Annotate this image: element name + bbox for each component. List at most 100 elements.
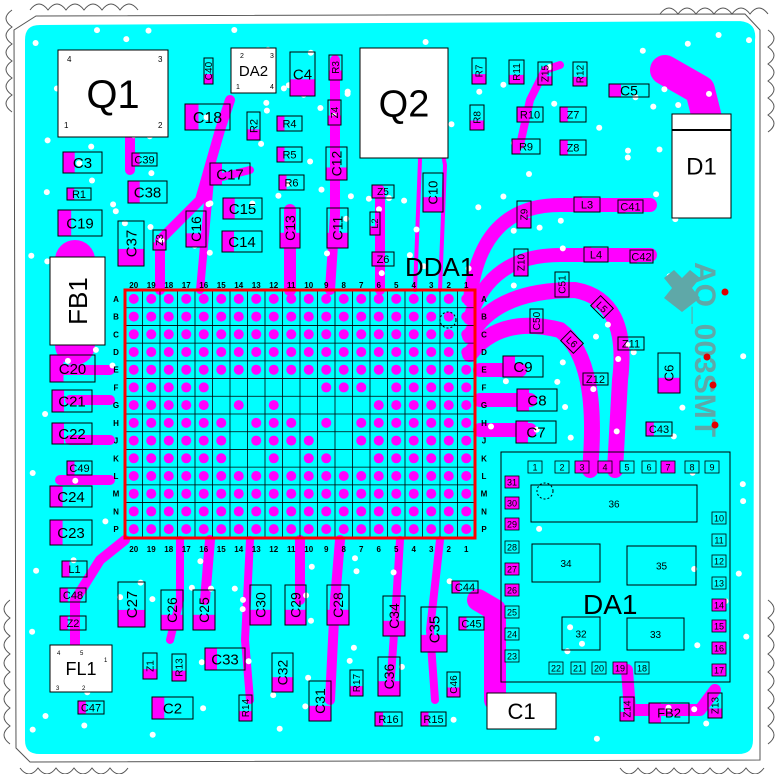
component-fb2[interactable]: FB2 xyxy=(648,702,690,724)
component-r7[interactable]: R7 xyxy=(471,57,487,85)
component-c38[interactable]: C38 xyxy=(127,180,168,204)
component-c27[interactable]: C27 xyxy=(117,581,146,628)
component-c7[interactable]: C7 xyxy=(515,420,557,444)
component-c28[interactable]: C28 xyxy=(326,584,350,626)
component-c46[interactable]: C46 xyxy=(446,671,461,698)
component-d1[interactable]: D1 xyxy=(671,113,732,219)
component-r17[interactable]: R17 xyxy=(349,669,364,697)
component-c24[interactable]: C24 xyxy=(49,485,93,508)
component-c9[interactable]: C9 xyxy=(502,355,544,378)
component-c39[interactable]: C39 xyxy=(131,152,158,167)
component-fl1[interactable]: FL1 xyxy=(49,644,113,693)
component-c2[interactable]: C2 xyxy=(151,696,194,720)
component-c18[interactable]: C18 xyxy=(184,103,231,131)
component-c36[interactable]: C36 xyxy=(377,656,401,697)
component-c37[interactable]: C37 xyxy=(117,220,145,267)
component-r3[interactable]: R3 xyxy=(328,54,343,81)
component-l2[interactable]: L2 xyxy=(369,211,381,236)
component-c14[interactable]: C14 xyxy=(221,230,263,253)
component-c48[interactable]: C48 xyxy=(59,587,87,603)
component-l1[interactable]: L1 xyxy=(61,560,88,578)
component-z13[interactable]: Z13 xyxy=(707,692,723,719)
component-c11[interactable]: C11 xyxy=(326,207,349,249)
component-z4[interactable]: Z4 xyxy=(327,99,342,126)
component-c13[interactable]: C13 xyxy=(279,207,301,249)
component-c35[interactable]: C35 xyxy=(420,606,448,653)
component-r14[interactable]: R14 xyxy=(238,694,253,722)
component-c29[interactable]: C29 xyxy=(284,584,307,626)
component-c40[interactable]: C40 xyxy=(203,57,215,85)
bga-ball xyxy=(426,311,437,322)
component-z11[interactable]: Z11 xyxy=(617,336,645,351)
via xyxy=(650,103,657,110)
component-l4[interactable]: L4 xyxy=(583,246,609,263)
component-c33[interactable]: C33 xyxy=(204,647,246,671)
component-c34[interactable]: C34 xyxy=(382,595,406,637)
via xyxy=(476,88,483,95)
component-c20[interactable]: C20 xyxy=(49,354,96,383)
component-c44[interactable]: C44 xyxy=(451,580,479,594)
component-c26[interactable]: C26 xyxy=(160,589,184,631)
component-c16[interactable]: C16 xyxy=(185,210,207,248)
component-z1[interactable]: Z1 xyxy=(142,652,158,680)
component-z9[interactable]: Z9 xyxy=(516,200,532,229)
component-da2[interactable]: DA2 xyxy=(230,47,277,94)
component-c43[interactable]: C43 xyxy=(645,421,673,437)
component-c4[interactable]: C4 xyxy=(289,51,316,97)
component-q2[interactable]: Q2 xyxy=(359,47,449,159)
component-c25[interactable]: C25 xyxy=(192,589,216,631)
component-c50[interactable]: C50 xyxy=(529,308,544,334)
component-z6[interactable]: Z6 xyxy=(371,251,395,267)
component-r5[interactable]: R5 xyxy=(276,146,303,163)
component-c1[interactable]: C1 xyxy=(486,692,557,730)
component-r12[interactable]: R12 xyxy=(572,61,588,87)
component-c47[interactable]: C47 xyxy=(77,700,105,715)
bga-ball xyxy=(128,417,139,428)
component-c49[interactable]: C49 xyxy=(66,460,93,476)
component-c42[interactable]: C42 xyxy=(629,249,654,264)
component-c31[interactable]: C31 xyxy=(308,680,332,722)
component-z2[interactable]: Z2 xyxy=(59,615,87,631)
component-z7[interactable]: Z7 xyxy=(559,106,587,123)
component-z5[interactable]: Z5 xyxy=(371,184,395,199)
component-r16[interactable]: R16 xyxy=(374,711,403,727)
component-q1[interactable]: Q1 xyxy=(57,49,169,138)
component-c15[interactable]: C15 xyxy=(222,197,263,220)
component-c23[interactable]: C23 xyxy=(49,519,93,546)
component-c5[interactable]: C5 xyxy=(608,83,650,99)
component-r11[interactable]: R11 xyxy=(508,59,525,85)
component-r4[interactable]: R4 xyxy=(276,115,303,132)
via xyxy=(562,404,569,410)
component-c51[interactable]: C51 xyxy=(554,271,570,298)
component-c12[interactable]: C12 xyxy=(325,146,348,181)
component-c32[interactable]: C32 xyxy=(271,652,294,693)
bga-column-label: 2 xyxy=(447,281,452,290)
component-r6[interactable]: R6 xyxy=(278,174,305,191)
component-r8[interactable]: R8 xyxy=(469,104,485,131)
component-r15[interactable]: R15 xyxy=(420,711,447,727)
component-r2[interactable]: R2 xyxy=(246,111,261,141)
component-r1[interactable]: R1 xyxy=(66,187,92,201)
component-z15[interactable]: Z15 xyxy=(537,61,553,86)
component-c17[interactable]: C17 xyxy=(209,162,251,186)
component-z14[interactable]: Z14 xyxy=(619,696,635,722)
component-r10[interactable]: R10 xyxy=(516,106,544,123)
component-c41[interactable]: C41 xyxy=(617,199,644,214)
component-r9[interactable]: R9 xyxy=(511,138,541,155)
component-c45[interactable]: C45 xyxy=(458,616,485,631)
component-z8[interactable]: Z8 xyxy=(559,139,587,156)
component-z10[interactable]: Z10 xyxy=(513,248,529,277)
component-z3[interactable]: Z3 xyxy=(152,229,167,251)
component-c22[interactable]: C22 xyxy=(51,422,93,445)
component-l3[interactable]: L3 xyxy=(573,196,601,213)
component-z12[interactable]: Z12 xyxy=(582,372,609,386)
component-fb1[interactable]: FB1 xyxy=(49,256,106,346)
component-c30[interactable]: C30 xyxy=(249,584,272,626)
component-c6[interactable]: C6 xyxy=(657,352,681,394)
component-r13[interactable]: R13 xyxy=(171,653,187,682)
component-c3[interactable]: C3 xyxy=(62,151,103,174)
component-c21[interactable]: C21 xyxy=(51,389,93,413)
component-c10[interactable]: C10 xyxy=(422,172,444,213)
component-c19[interactable]: C19 xyxy=(57,209,103,237)
component-c8[interactable]: C8 xyxy=(516,388,558,412)
